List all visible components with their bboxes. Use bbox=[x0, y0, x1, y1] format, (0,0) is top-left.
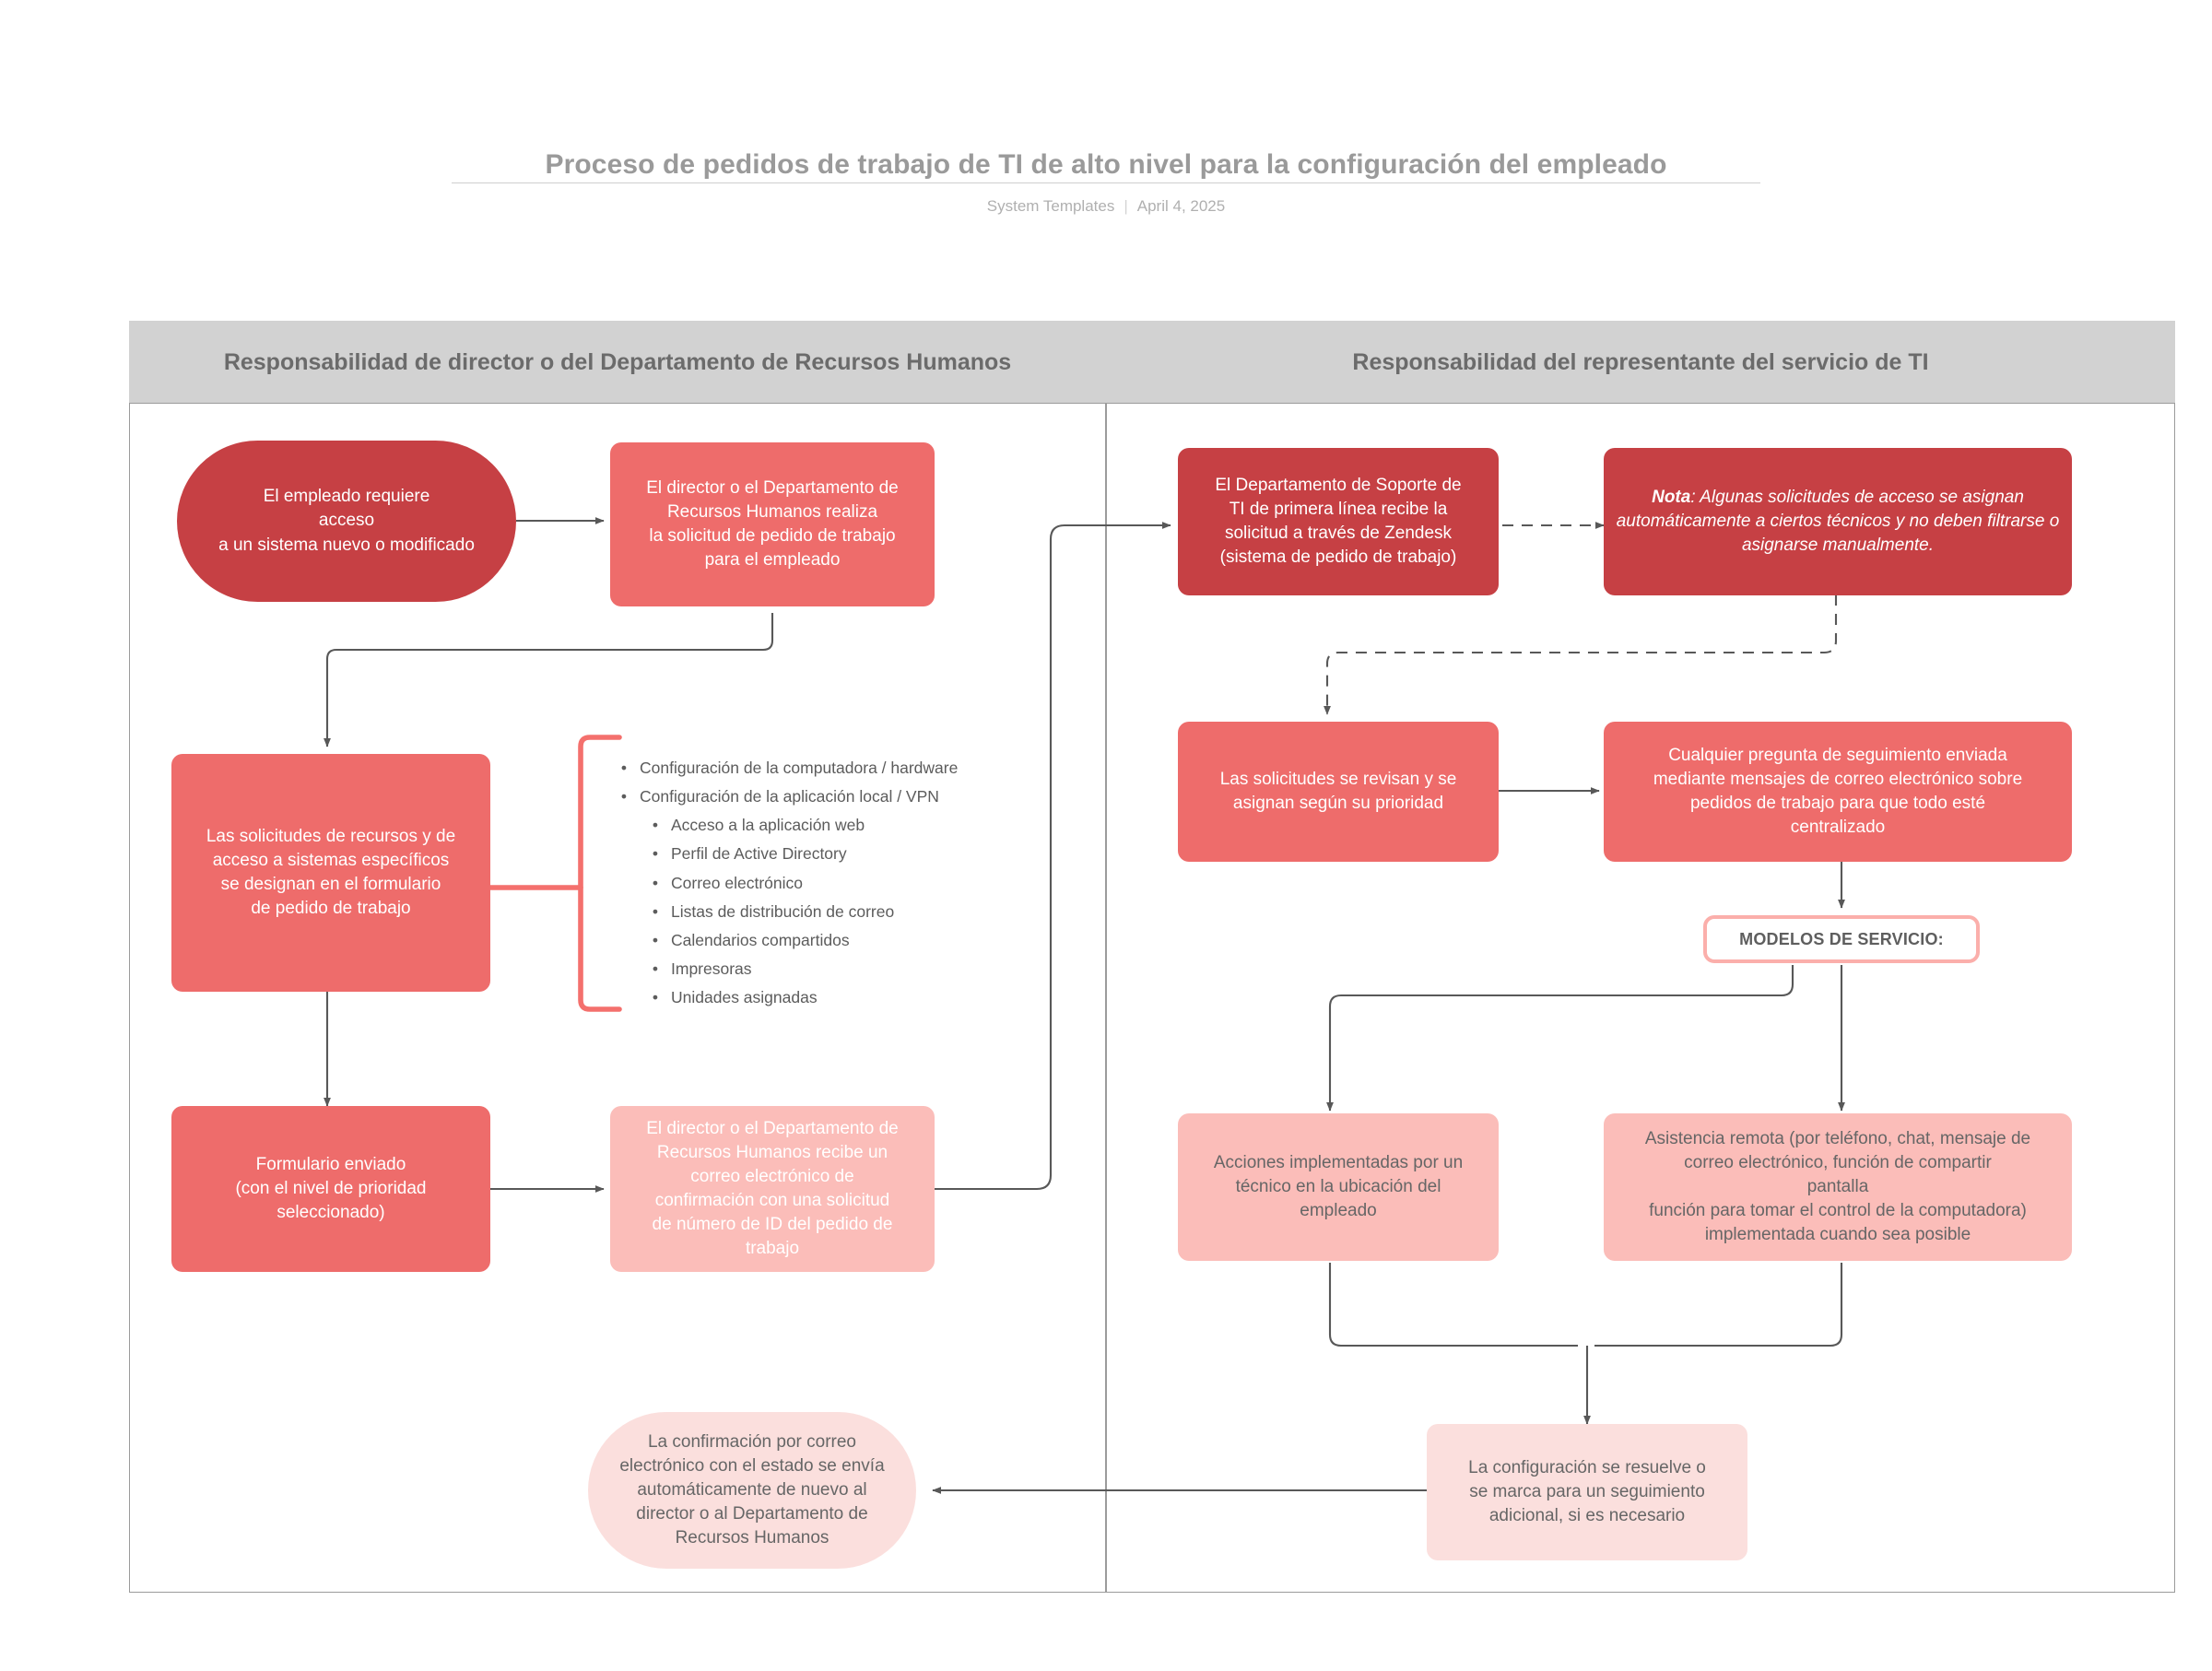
list-item-label: Listas de distribución de correo bbox=[671, 901, 895, 921]
list-item-label: Acceso a la aplicación web bbox=[671, 816, 865, 835]
bullet-dot: • bbox=[652, 988, 659, 1007]
bullet-list: • Configuración de la computadora / hardw… bbox=[608, 754, 995, 1012]
node-requests-reviewed[interactable]: Las solicitudes se revisan y se asignan … bbox=[1178, 722, 1499, 862]
list-item-label: Configuración de la computadora / hardwa… bbox=[640, 759, 959, 777]
list-item: • Impresoras bbox=[608, 955, 995, 983]
node-it-receives-zendesk[interactable]: El Departamento de Soporte de TI de prim… bbox=[1178, 448, 1499, 595]
author-label: System Templates bbox=[986, 197, 1115, 215]
node-note[interactable]: Nota: Algunas solicitudes de acceso se a… bbox=[1604, 448, 2072, 595]
list-item-label: Configuración de la aplicación local / V… bbox=[640, 787, 939, 806]
node-setup-resolved[interactable]: La configuración se resuelve o se marca … bbox=[1427, 1424, 1747, 1560]
node-service-models[interactable]: MODELOS DE SERVICIO: bbox=[1703, 915, 1980, 963]
page-subtitle: System Templates | April 4, 2025 bbox=[452, 195, 1760, 218]
bullet-dot: • bbox=[652, 959, 659, 978]
node-resource-requests[interactable]: Las solicitudes de recursos y de acceso … bbox=[171, 754, 490, 992]
lane-it-header: Responsabilidad del representante del se… bbox=[1106, 321, 2175, 404]
list-item-label: Impresoras bbox=[671, 959, 752, 978]
bullet-dot: • bbox=[652, 844, 659, 864]
node-remote-assistance[interactable]: Asistencia remota (por teléfono, chat, m… bbox=[1604, 1113, 2072, 1261]
list-item: • Listas de distribución de correo bbox=[608, 898, 995, 926]
node-form-submitted[interactable]: Formulario enviado (con el nivel de prio… bbox=[171, 1106, 490, 1272]
title-divider bbox=[452, 182, 1760, 183]
list-item-label: Correo electrónico bbox=[671, 873, 803, 892]
note-text: Nota: Algunas solicitudes de acceso se a… bbox=[1615, 486, 2061, 558]
bullet-dot: • bbox=[652, 816, 659, 835]
node-onsite-actions[interactable]: Acciones implementadas por un técnico en… bbox=[1178, 1113, 1499, 1261]
service-models-label: MODELOS DE SERVICIO: bbox=[1739, 929, 1944, 948]
subtitle-separator: | bbox=[1124, 197, 1128, 215]
date-label: April 4, 2025 bbox=[1136, 197, 1226, 215]
note-label: Nota bbox=[1652, 487, 1691, 507]
node-followup-questions[interactable]: Cualquier pregunta de seguimiento enviad… bbox=[1604, 722, 2072, 862]
list-item: • Unidades asignadas bbox=[608, 983, 995, 1012]
list-item: • Correo electrónico bbox=[608, 869, 995, 898]
list-item: • Perfil de Active Directory bbox=[608, 840, 995, 868]
node-employee-requires[interactable]: El empleado requiere acceso a un sistema… bbox=[177, 441, 516, 602]
list-item: • Configuración de la aplicación local / … bbox=[608, 783, 995, 811]
note-body: : Algunas solicitudes de acceso se asign… bbox=[1616, 487, 2060, 555]
bullet-dot: • bbox=[620, 787, 628, 806]
bullet-dot: • bbox=[652, 901, 659, 921]
page-title: Proceso de pedidos de trabajo de TI de a… bbox=[545, 149, 1667, 180]
node-status-email-back[interactable]: La confirmación por correo electrónico c… bbox=[588, 1412, 916, 1569]
bullet-dot: • bbox=[652, 930, 659, 949]
bullet-dot: • bbox=[652, 873, 659, 892]
bullet-dot: • bbox=[620, 759, 628, 777]
node-manager-makes-request[interactable]: El director o el Departamento de Recurso… bbox=[610, 442, 935, 606]
lane-hr-header: Responsabilidad de director o del Depart… bbox=[129, 321, 1106, 404]
list-item-label: Perfil de Active Directory bbox=[671, 844, 847, 864]
list-item-label: Unidades asignadas bbox=[671, 988, 818, 1007]
node-manager-receives-email[interactable]: El director o el Departamento de Recurso… bbox=[610, 1106, 935, 1272]
list-item: • Acceso a la aplicación web bbox=[608, 811, 995, 840]
list-item: • Configuración de la computadora / hardw… bbox=[608, 754, 995, 783]
list-item: • Calendarios compartidos bbox=[608, 926, 995, 955]
list-item-label: Calendarios compartidos bbox=[671, 930, 850, 949]
